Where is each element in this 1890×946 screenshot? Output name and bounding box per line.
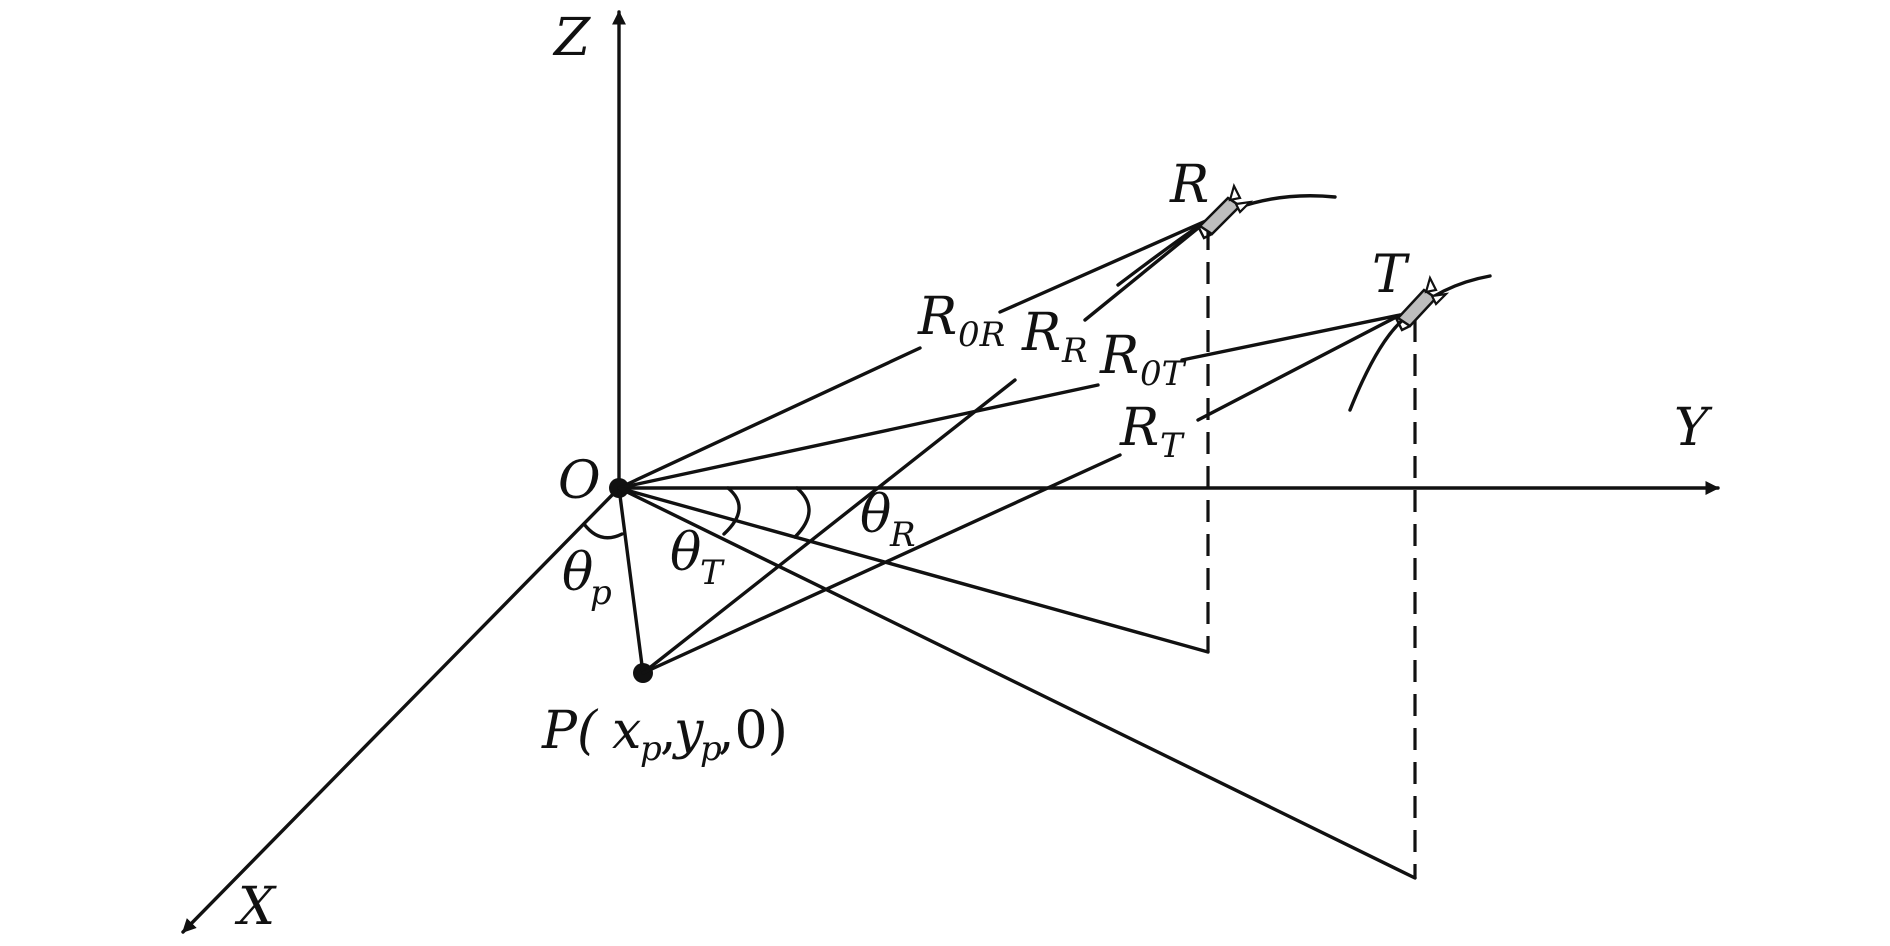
y-axis-label: Y: [1674, 398, 1713, 458]
label-rr: R R: [1021, 303, 1088, 371]
label-theta-t: θ T: [670, 523, 725, 593]
svg-text:,0): ,0): [718, 701, 788, 761]
line-rt-lower: [641, 453, 1122, 675]
angle-arc-theta-r: [793, 486, 811, 539]
aircraft-t-icon: [1394, 274, 1450, 332]
svg-text:0T: 0T: [1140, 354, 1187, 394]
svg-text:R: R: [1119, 398, 1159, 458]
line-rr-lower: [641, 378, 1017, 675]
x-axis-label: X: [234, 877, 277, 937]
label-rt: R T: [1119, 398, 1185, 466]
line-r0r-upper: [998, 218, 1210, 314]
angle-arc-theta-t: [722, 486, 741, 536]
svg-text:p: p: [640, 729, 662, 769]
svg-text:T: T: [1160, 426, 1185, 466]
svg-text:R: R: [1061, 331, 1088, 371]
svg-text:0R: 0R: [958, 315, 1005, 355]
svg-text:R: R: [1099, 326, 1139, 386]
label-theta-p: θ p: [562, 543, 612, 613]
svg-text:y: y: [672, 701, 704, 761]
origin-label: O: [558, 451, 601, 511]
svg-text:p: p: [590, 573, 612, 613]
transmitter-label: T: [1372, 245, 1410, 305]
line-r0t-lower: [617, 383, 1100, 490]
z-axis-label: Z: [552, 8, 591, 68]
svg-text:,: ,: [660, 701, 677, 761]
svg-text:θ: θ: [860, 485, 891, 545]
svg-text:x: x: [612, 701, 641, 761]
ground-line-t: [617, 486, 1417, 880]
svg-text:p: p: [700, 729, 722, 769]
line-r0r-lower: [617, 346, 922, 490]
svg-text:T: T: [700, 553, 725, 593]
svg-text:P(: P(: [541, 701, 599, 761]
ground-line-r: [617, 486, 1210, 654]
line-rr-upper: [1083, 218, 1210, 322]
svg-text:R: R: [917, 287, 957, 347]
x-axis: [181, 486, 621, 934]
label-theta-r: θ R: [860, 485, 916, 555]
line-r0t-upper: [1180, 313, 1402, 362]
label-point-p: P( x p , y p ,0): [541, 701, 788, 769]
aircraft-r-icon: [1179, 182, 1254, 240]
label-r0r: R 0R: [917, 287, 1005, 355]
svg-text:θ: θ: [670, 523, 701, 583]
receiver-label: R: [1169, 155, 1209, 215]
label-r0t: R 0T: [1099, 326, 1187, 394]
svg-text:R: R: [1021, 303, 1061, 363]
angle-arc-theta-p: [582, 522, 624, 540]
svg-text:R: R: [889, 515, 916, 555]
line-rt-upper: [1196, 313, 1402, 422]
svg-text:θ: θ: [562, 543, 593, 603]
line-o-p: [617, 486, 645, 675]
